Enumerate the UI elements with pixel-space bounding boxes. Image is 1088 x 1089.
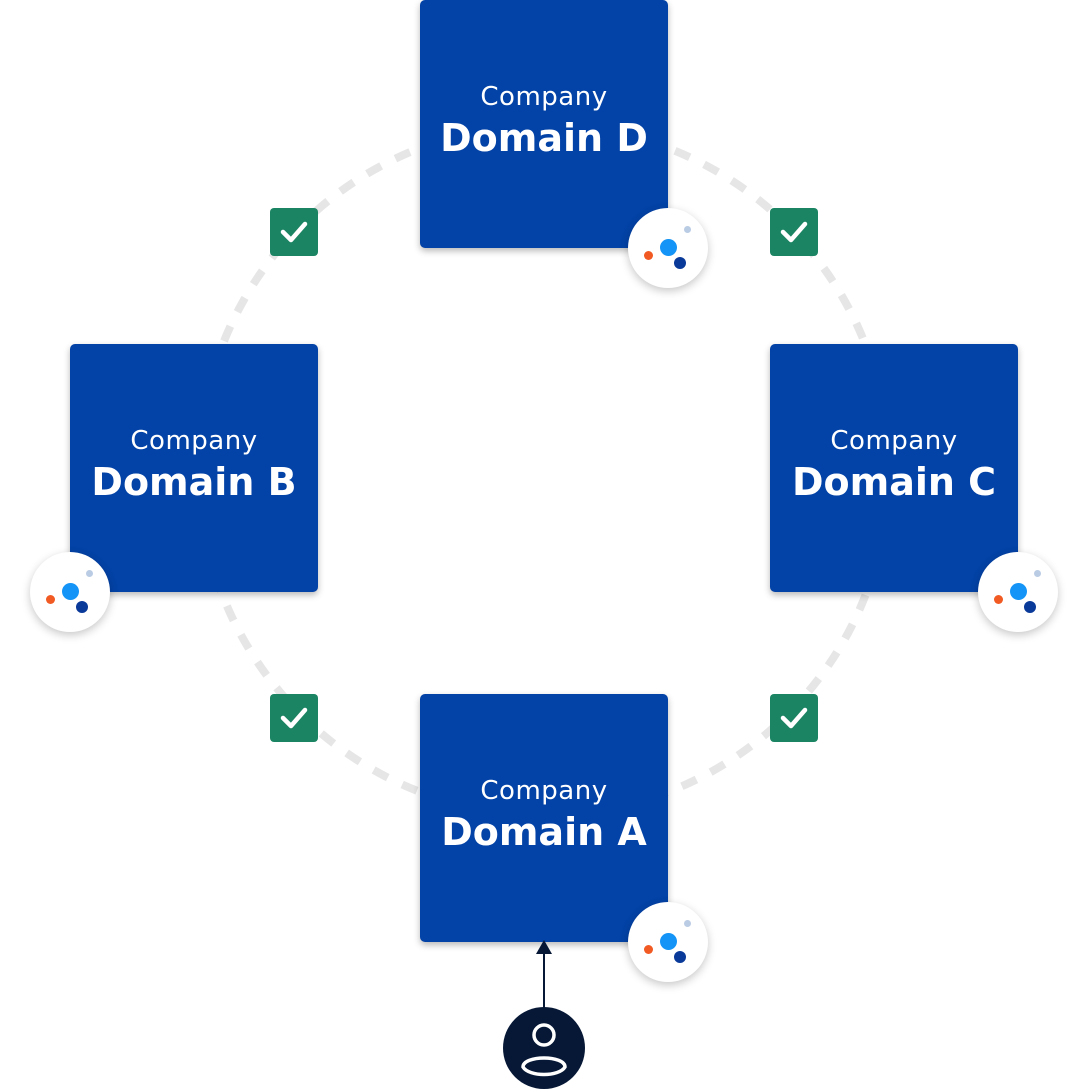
check-icon-bottom-right — [770, 694, 818, 742]
user-icon — [503, 1007, 585, 1089]
check-icon-top-left — [270, 208, 318, 256]
check-icon-top-right — [770, 208, 818, 256]
domain-b-company: Company — [130, 426, 258, 456]
domain-c-company: Company — [830, 426, 958, 456]
domain-box-c: Company Domain C — [770, 344, 1018, 592]
domain-a-company: Company — [480, 776, 608, 806]
domain-d-company: Company — [480, 82, 608, 112]
domain-d-name: Domain D — [440, 116, 648, 160]
domain-b-name: Domain B — [91, 460, 297, 504]
domain-box-b: Company Domain B — [70, 344, 318, 592]
check-icon-bottom-left — [270, 694, 318, 742]
arrow-up-icon — [536, 940, 552, 1010]
domain-c-name: Domain C — [791, 460, 997, 504]
domain-box-d: Company Domain D — [420, 0, 668, 248]
domain-a-name: Domain A — [441, 810, 647, 854]
domain-b-logo-icon — [30, 552, 110, 632]
domain-c-logo-icon — [978, 552, 1058, 632]
domain-box-a: Company Domain A — [420, 694, 668, 942]
domain-d-logo-icon — [628, 208, 708, 288]
domain-a-logo-icon — [628, 902, 708, 982]
